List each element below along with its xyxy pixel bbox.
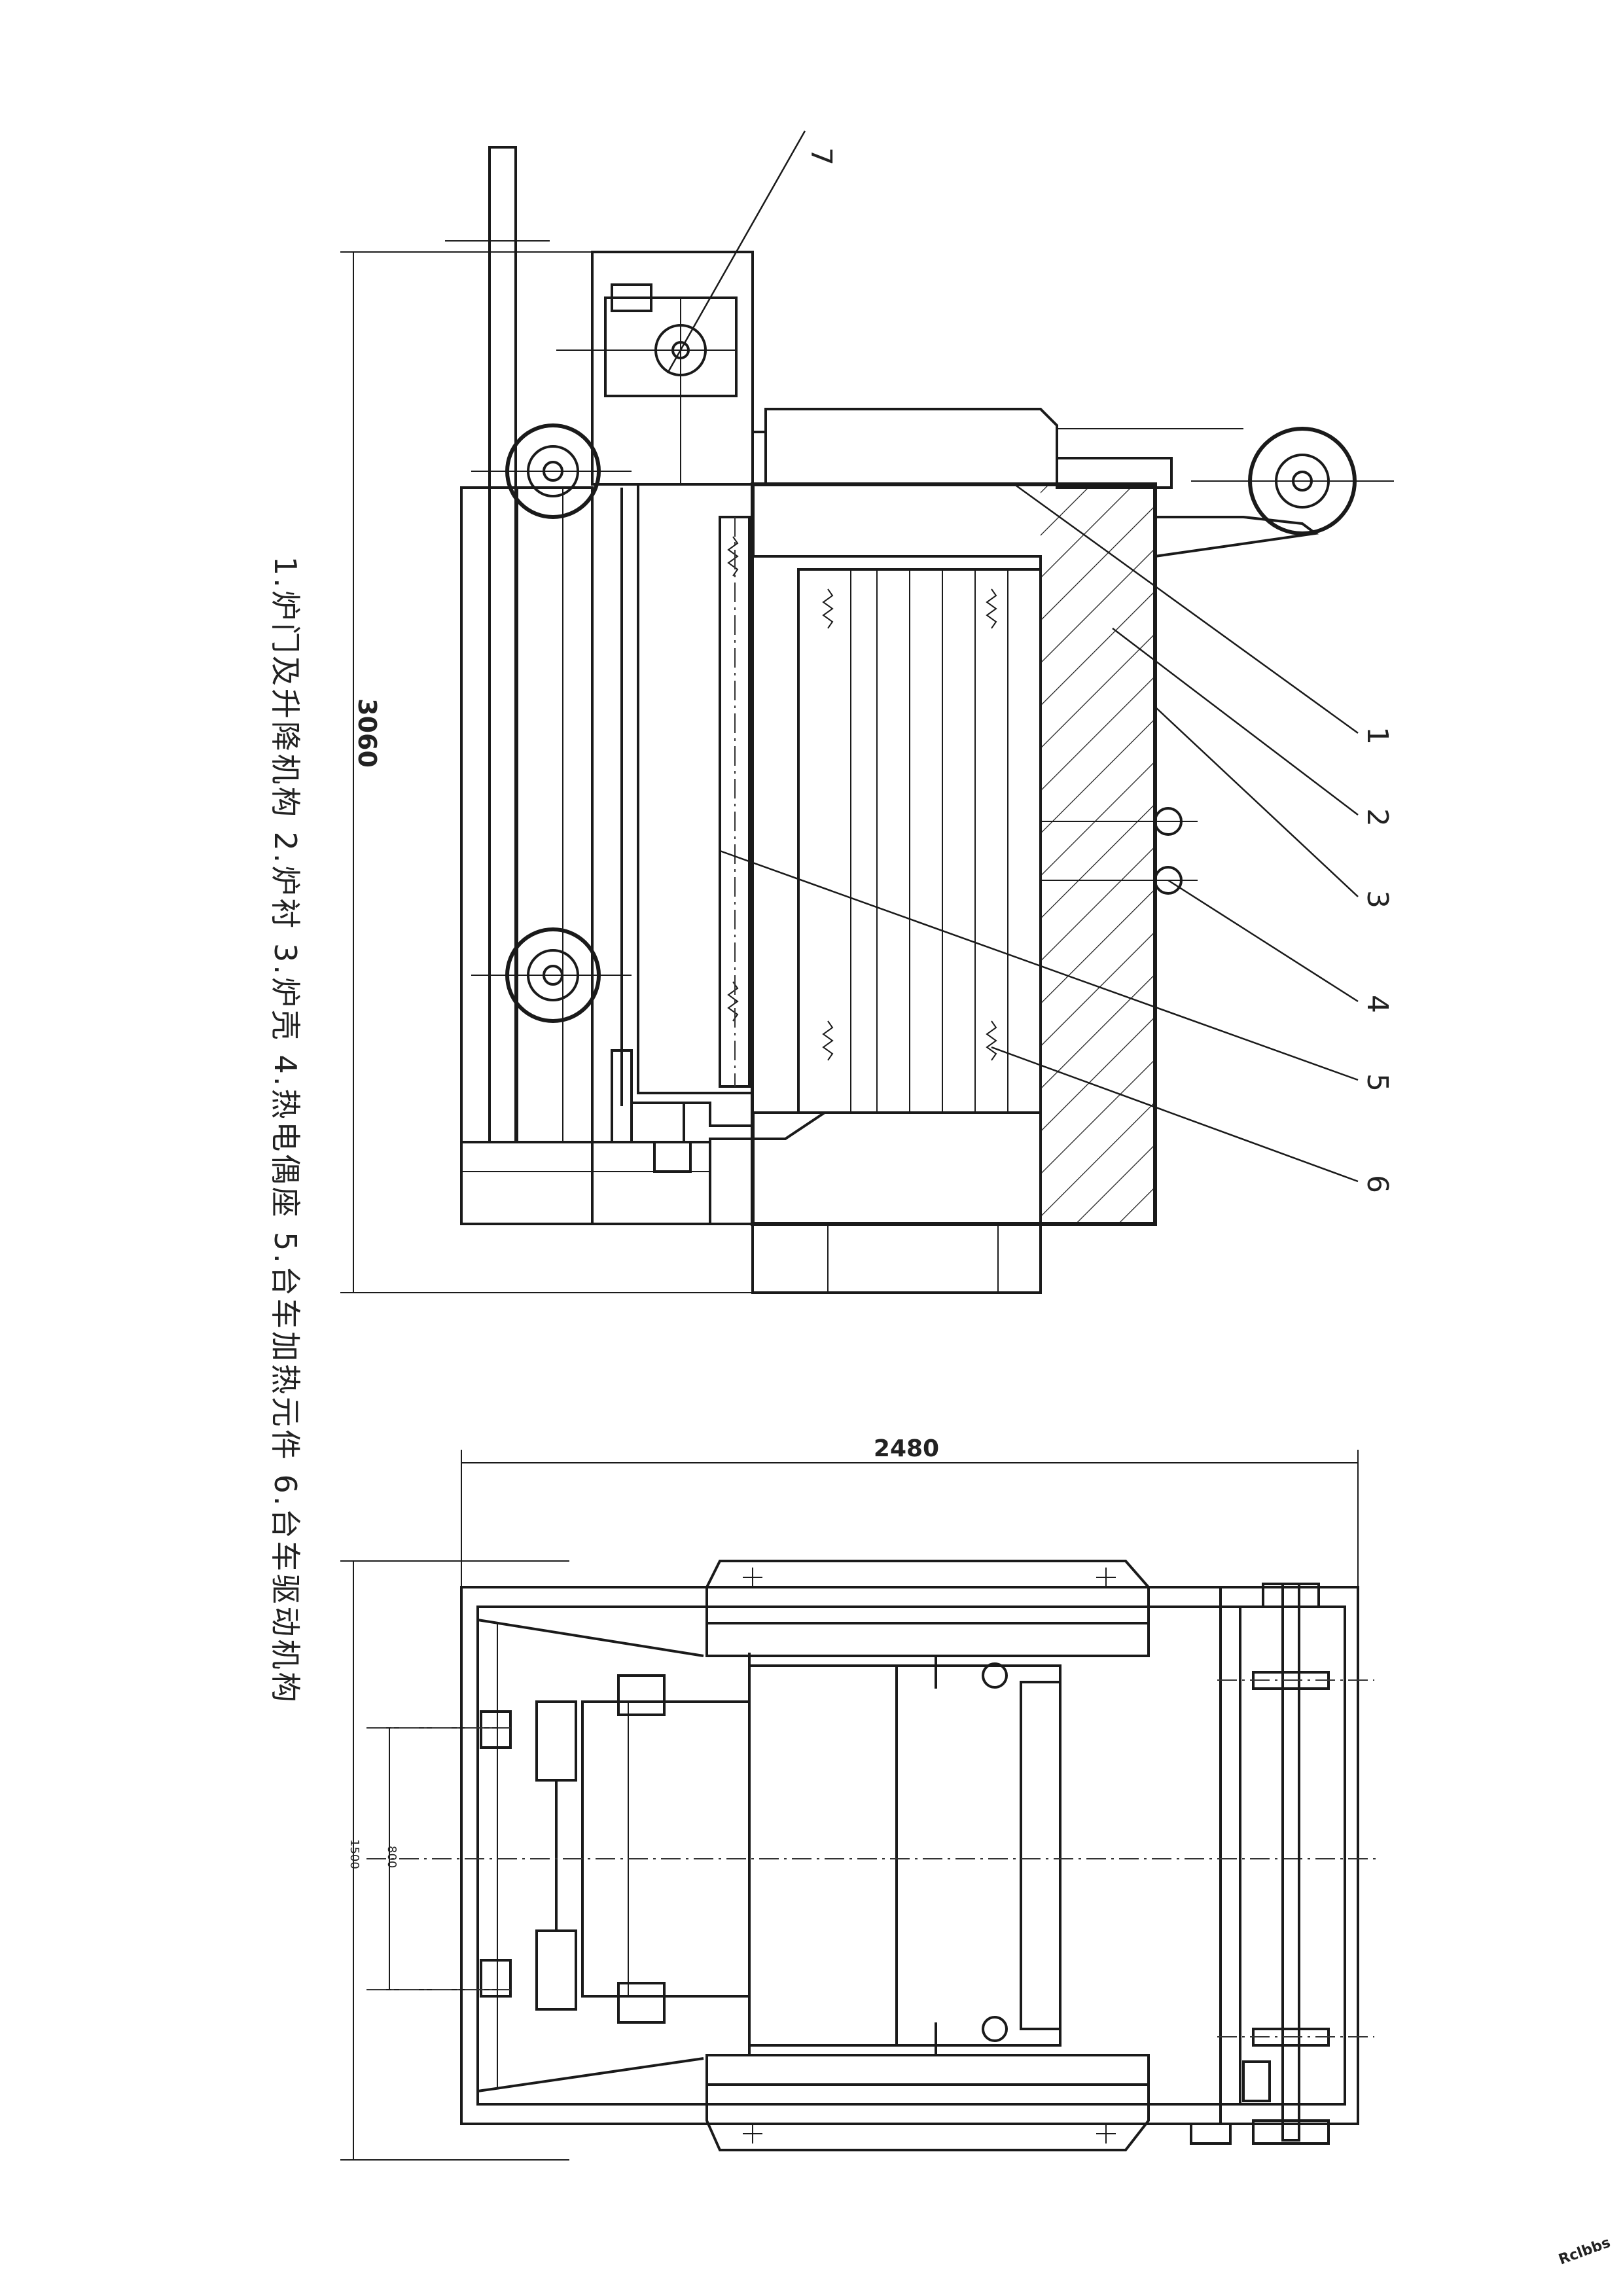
rail-gauge-dimensions: 1500 800: [340, 1560, 569, 2161]
door-lift-frame: [460, 486, 711, 1225]
width-dimension-label: 2480: [874, 1435, 939, 1462]
heating-elements: [727, 536, 1008, 1113]
part-label-4: 4: [1361, 995, 1394, 1013]
plan-outer-frame: [460, 1586, 1359, 2125]
upper-left-pulley: [471, 423, 632, 519]
upper-right-pulley: [1154, 427, 1394, 558]
plan-view: 2480 1500 800: [340, 1435, 1381, 2161]
door-lift-mechanism: [556, 251, 754, 486]
thermocouple-seats: [1041, 807, 1198, 895]
part-label-1: 1: [1361, 726, 1394, 745]
gauge-inner-label: 800: [385, 1846, 399, 1868]
part-label-7: 7: [804, 147, 838, 166]
parts-legend: 1.炉门及升降机构 2.炉衬 3.炉壳 4.热电偶座 5.台车加热元件 6.台车…: [268, 556, 303, 1704]
part-label-2: 2: [1361, 808, 1394, 827]
lower-left-pulley: [471, 927, 632, 1023]
leader-lines: [666, 130, 1359, 1183]
door-latch-mechanism: [611, 1049, 753, 1173]
furnace-shell: [709, 482, 1157, 1226]
door-element-bars: [719, 516, 751, 1088]
length-dimension: 3060: [340, 251, 753, 1293]
side-section-view: 3060: [340, 130, 1394, 1294]
drive-motor: [935, 1656, 1271, 2145]
drive-shaft: [1217, 1583, 1374, 2145]
left-roller-guides: [480, 1700, 577, 2011]
part-label-3: 3: [1361, 890, 1394, 908]
plan-door: [581, 1674, 751, 2024]
frame-braces: [477, 1619, 704, 2092]
plan-trolley: [748, 1653, 1061, 2055]
plan-furnace-body: [705, 1560, 1150, 2151]
furnace-roof-lining: [751, 408, 1243, 489]
length-dimension-label: 3060: [353, 698, 382, 768]
part-label-5: 5: [1361, 1073, 1394, 1092]
furnace-door: [591, 483, 754, 1106]
width-dimension: 2480: [461, 1435, 1359, 1604]
gauge-outer-label: 1500: [348, 1839, 361, 1869]
part-label-6: 6: [1361, 1175, 1394, 1193]
trolley-base: [751, 1223, 1042, 1294]
watermark-logo: Rclbbs: [1557, 2234, 1613, 2269]
part-number-labels: 7 1 2 3 4 5 6: [804, 147, 1394, 1193]
